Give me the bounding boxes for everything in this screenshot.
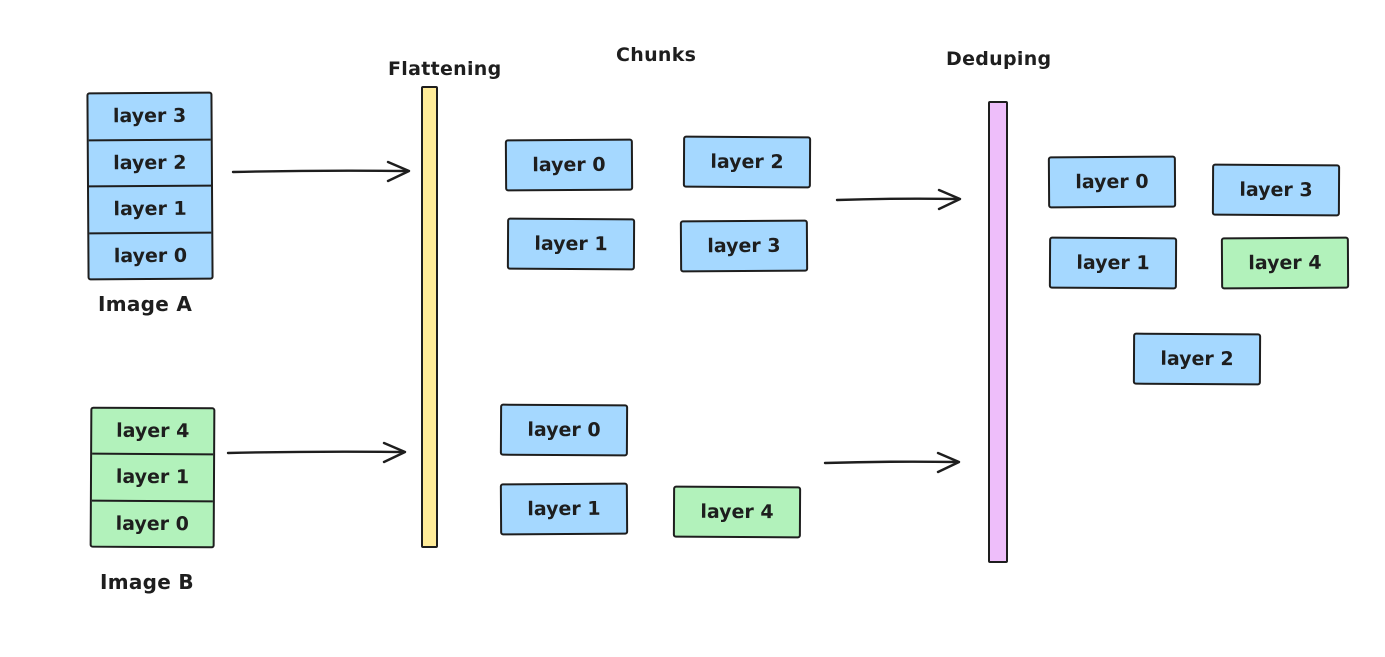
deduping-bar [988,101,1008,563]
flattening-label: Flattening [388,58,502,80]
chunk-box-layer-0b: layer 0 [499,403,629,457]
deduped-box-layer-1: layer 1 [1048,236,1178,290]
deduped-box-layer-0: layer 0 [1047,155,1177,209]
arrow-image-a-to-flattening-icon [231,160,411,183]
image-b-layer-4: layer 4 [116,419,190,443]
deduped-box-layer-4: layer 4 [1220,236,1350,290]
image-a-layer-2: layer 2 [88,138,211,186]
chunk-box-layer-2: layer 2 [682,135,812,189]
image-a-label: Image A [98,292,193,316]
arrow-image-b-to-flattening-icon [226,441,407,464]
arrow-chunks-bottom-to-deduping-icon [823,451,961,474]
deduping-label: Deduping [946,48,1052,70]
image-b-layer-1: layer 1 [91,453,214,500]
chunk-box-layer-1: layer 1 [506,217,636,271]
image-a-layer-3: layer 3 [112,105,187,128]
chunks-label: Chunks [616,44,697,66]
chunk-box-layer-4: layer 4 [672,485,802,539]
image-a-layer-1: layer 1 [88,184,212,232]
image-b-layer-0: layer 0 [91,499,213,547]
image-a-stack: layer 3 layer 2 layer 1 layer 0 [86,91,214,281]
image-a-layer-0: layer 0 [89,231,212,279]
deduped-box-layer-2: layer 2 [1132,332,1262,386]
chunk-box-layer-0: layer 0 [504,138,634,192]
flattening-bar [421,86,438,548]
deduped-box-layer-3: layer 3 [1211,163,1341,217]
chunk-box-layer-3: layer 3 [679,219,809,273]
image-b-stack: layer 4 layer 1 layer 0 [89,406,216,549]
image-b-label: Image B [100,570,194,594]
arrow-chunks-top-to-deduping-icon [835,188,962,211]
chunk-box-layer-1b: layer 1 [499,482,629,536]
